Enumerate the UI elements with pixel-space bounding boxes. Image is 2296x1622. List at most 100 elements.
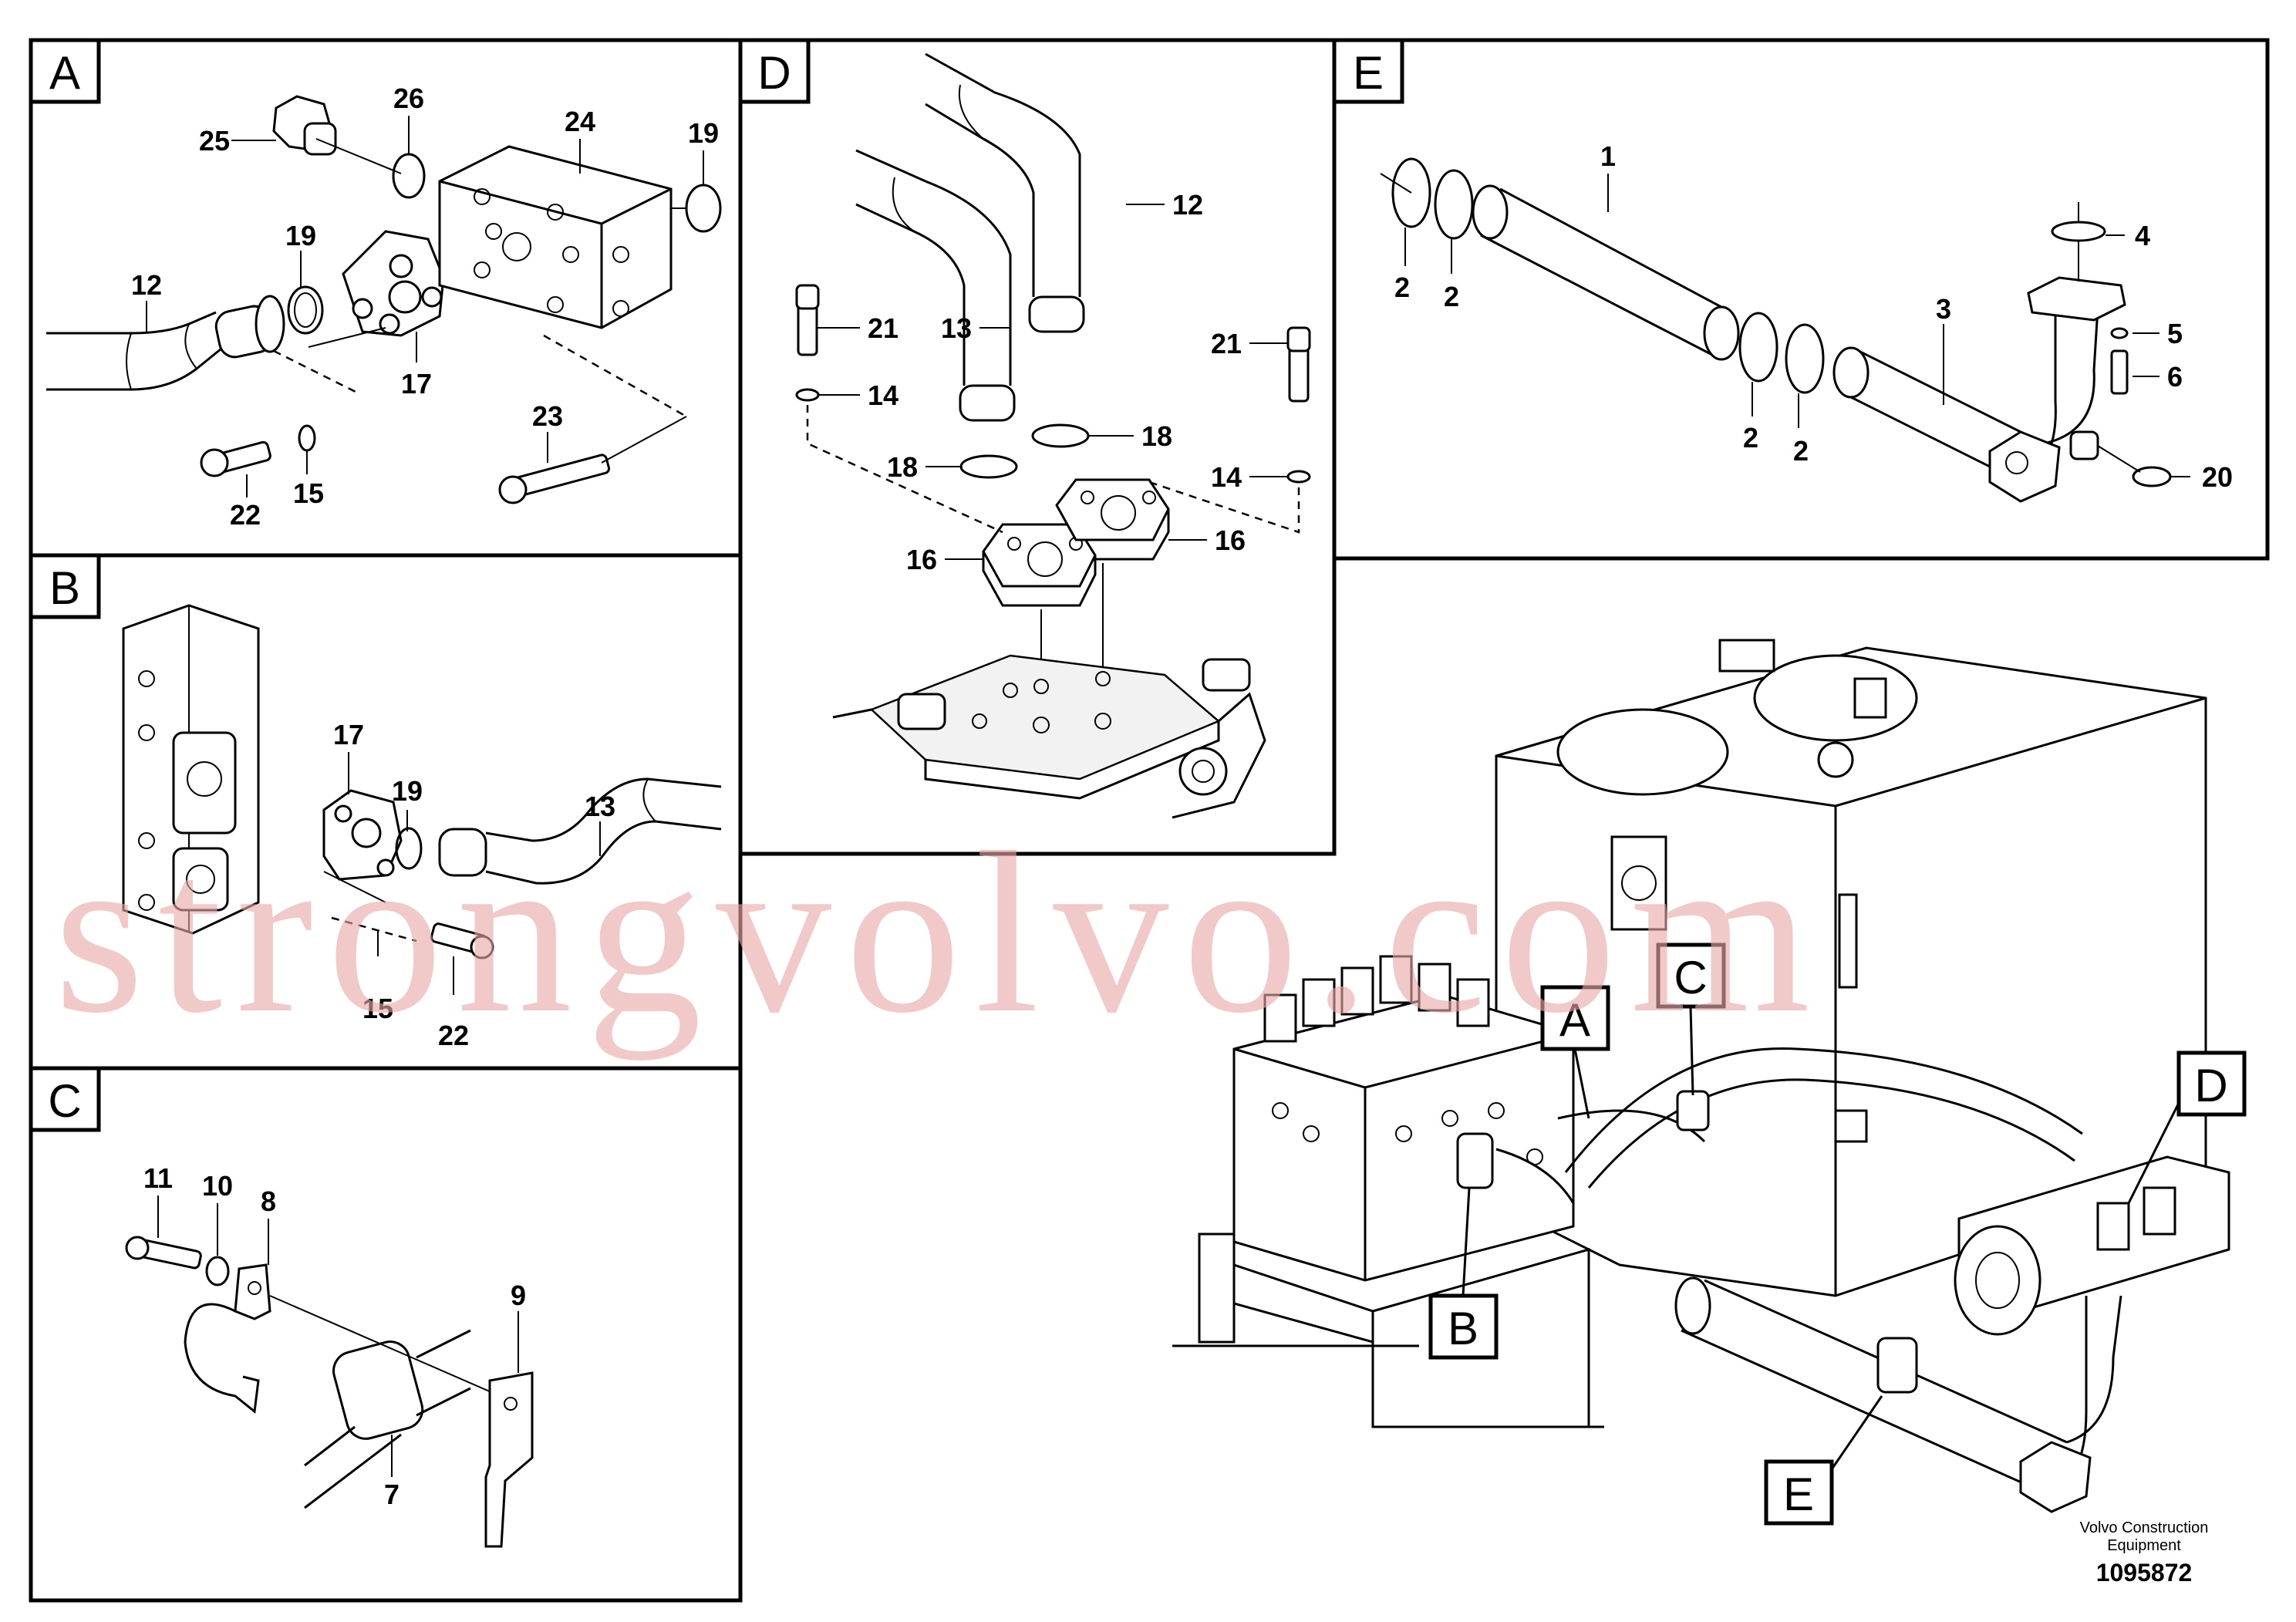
washer-15 — [298, 424, 316, 452]
o-ring-18-left — [959, 454, 1018, 479]
flange-half-16-left — [982, 523, 1097, 607]
washer-5 — [2110, 327, 2129, 339]
bolt-21-right — [1286, 326, 1311, 403]
hose-clamp-2a — [1391, 157, 1431, 228]
callout-20: 20 — [2202, 461, 2233, 493]
washer-14-left — [795, 388, 820, 402]
callout-10: 10 — [202, 1170, 233, 1202]
pointer-b: B — [1428, 1187, 1499, 1360]
callout-2-d: 2 — [1793, 435, 1809, 467]
hose-clamp-2d — [1785, 323, 1825, 394]
return-filter-tube — [1674, 1276, 2122, 1513]
hose-13 — [855, 149, 1016, 422]
callout-13: 13 — [585, 791, 615, 822]
hose-13 — [438, 777, 722, 885]
callout-16-left: 16 — [906, 544, 937, 575]
hose-clamp-2c — [1738, 312, 1778, 383]
pump-manifold — [832, 654, 1266, 819]
callout-3: 3 — [1936, 293, 1951, 325]
callout-14-left: 14 — [868, 379, 899, 411]
callout-23: 23 — [532, 400, 563, 432]
o-ring-18-right — [1031, 423, 1090, 448]
plug-25 — [272, 95, 337, 156]
callout-21-right: 21 — [1211, 328, 1242, 359]
panel-c-frame — [29, 1066, 743, 1603]
panel-d: D — [738, 38, 1337, 856]
pointer-e-label: E — [1783, 1469, 1814, 1520]
main-pump — [1954, 1155, 2230, 1336]
callout-24: 24 — [565, 106, 595, 137]
split-flange-17 — [342, 230, 445, 337]
callout-17: 17 — [333, 719, 364, 750]
callout-5: 5 — [2167, 318, 2183, 349]
o-ring-19-right — [685, 184, 722, 233]
o-ring-19 — [395, 827, 423, 870]
callout-21-left: 21 — [868, 312, 899, 344]
callout-19-left: 19 — [285, 220, 316, 251]
o-ring-26 — [392, 153, 426, 199]
hose-clamp-2b — [1434, 169, 1474, 240]
callout-1: 1 — [1600, 140, 1616, 172]
callout-18-right: 18 — [1141, 420, 1172, 452]
callout-8: 8 — [261, 1185, 276, 1217]
callout-15: 15 — [293, 477, 324, 509]
clamp-8 — [184, 1263, 271, 1414]
callout-11: 11 — [143, 1162, 173, 1194]
callout-9: 9 — [511, 1280, 526, 1311]
suction-tube-3 — [1832, 276, 2126, 503]
washer-10 — [205, 1256, 230, 1286]
hose-7 — [304, 1329, 471, 1509]
footer: Volvo Construction Equipment 1095872 — [2080, 1519, 2209, 1587]
panel-c-label: C — [48, 1075, 81, 1127]
panel-c: C 11 — [29, 1066, 743, 1603]
panel-b-label: B — [49, 562, 80, 614]
hose-12 — [925, 52, 1085, 333]
panel-a: A — [29, 38, 743, 558]
callout-13: 13 — [941, 312, 972, 344]
callout-26: 26 — [393, 83, 424, 114]
watermark: strongvolvo.com — [54, 804, 1824, 1061]
o-ring-19-left — [287, 285, 324, 335]
panel-a-label: A — [49, 47, 80, 99]
callout-2-b: 2 — [1444, 281, 1459, 312]
bolt-22 — [200, 440, 271, 477]
pointer-b-label: B — [1448, 1303, 1478, 1354]
panel-e-label-box — [1332, 38, 1404, 104]
hose-12 — [46, 295, 285, 391]
bolt-6 — [2110, 349, 2129, 395]
callout-6: 6 — [2167, 361, 2183, 393]
tube-1 — [1472, 184, 1740, 361]
o-ring-4 — [2051, 221, 2106, 242]
callout-19: 19 — [392, 775, 423, 807]
plug-20 — [2132, 466, 2172, 487]
pointer-e: E — [1764, 1395, 1883, 1526]
overview-hoses — [1456, 1047, 2083, 1204]
callout-19-right: 19 — [688, 117, 719, 149]
callout-2-c: 2 — [1743, 422, 1758, 454]
callout-25: 25 — [199, 125, 230, 157]
callout-12: 12 — [131, 269, 162, 301]
panel-c-label-box — [29, 1066, 101, 1132]
control-valve — [1232, 955, 1575, 1282]
pump-housing — [122, 604, 260, 935]
valve-block-24 — [438, 145, 673, 329]
callout-16-right: 16 — [1215, 524, 1246, 556]
panel-e: E — [1332, 38, 2270, 561]
footer-drawing-number: 1095872 — [2096, 1559, 2193, 1587]
pointer-c-label: C — [1674, 952, 1707, 1003]
pointer-d: D — [2127, 1050, 2247, 1204]
bolt-23 — [498, 454, 611, 504]
callout-2-a: 2 — [1394, 271, 1410, 303]
callout-17: 17 — [401, 368, 432, 400]
callout-4: 4 — [2135, 220, 2150, 251]
split-flange-17 — [322, 789, 403, 881]
callout-22: 22 — [438, 1020, 469, 1051]
hydraulic-tank — [1495, 639, 2207, 1297]
overview-assembly: A C D B E — [1172, 639, 2247, 1526]
bracket-9 — [484, 1371, 534, 1548]
panel-b-label-box — [29, 553, 101, 619]
panel-a-label-box — [29, 38, 101, 104]
bolt-11 — [125, 1236, 202, 1270]
pointer-a: A — [1540, 985, 1610, 1119]
